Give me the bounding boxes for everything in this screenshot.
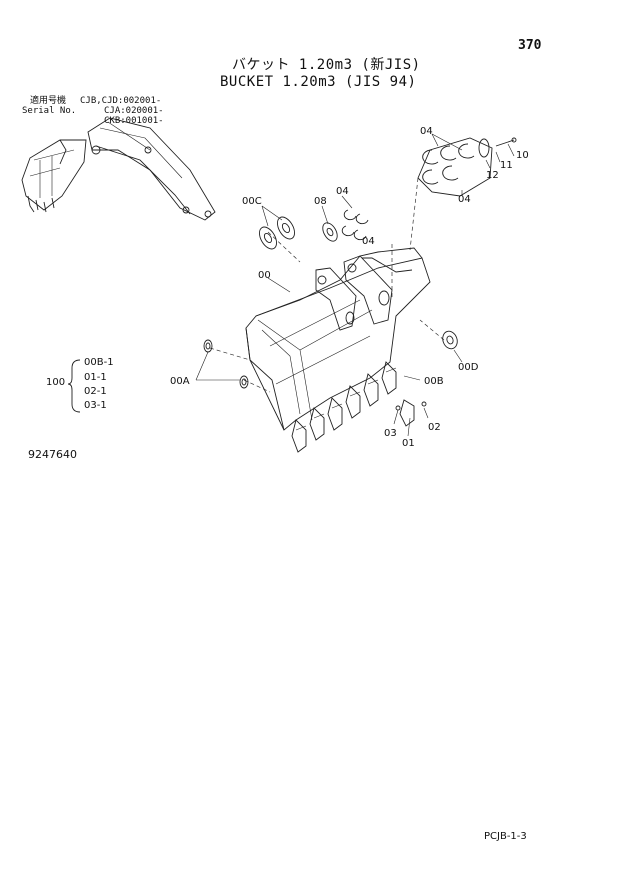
side-pins [203, 330, 458, 411]
serial-value-3: CKB:001001- [104, 116, 164, 126]
part-label-08: 08 [314, 196, 327, 207]
kit-number: 100 [46, 377, 66, 388]
part-label-01: 01 [402, 438, 415, 449]
page-number: 370 [518, 38, 542, 53]
part-label-10: 10 [516, 150, 529, 161]
collar-parts [259, 209, 369, 250]
part-label-02: 02 [428, 422, 441, 433]
leader-lines [195, 133, 515, 437]
serial-label-en: Serial No. [22, 106, 77, 116]
excavator-arm-illustration [21, 117, 216, 221]
kit-bracket [67, 359, 81, 413]
serial-label-jp: 適用号機 [30, 96, 67, 106]
part-label-03: 03 [384, 428, 397, 439]
pin-collar-group [417, 137, 517, 197]
part-label-11: 11 [500, 160, 513, 171]
drawing-number: 9247640 [28, 448, 77, 461]
bucket-body [245, 247, 431, 431]
part-label-00D: 00D [458, 362, 479, 373]
footer-code: PCJB-1-3 [484, 831, 527, 842]
part-label-12: 12 [486, 170, 499, 181]
dashed-leaders [209, 177, 445, 393]
part-label-00B: 00B [424, 376, 444, 387]
part-label-00C: 00C [242, 196, 262, 207]
part-label-04: 04 [362, 236, 375, 247]
serial-value-2: CJA:020001- [104, 106, 164, 116]
kit-item: 01-1 [84, 372, 107, 383]
part-label-00: 00 [258, 270, 271, 281]
part-label-04: 04 [420, 126, 433, 137]
part-label-04: 04 [458, 194, 471, 205]
kit-item: 00B-1 [84, 357, 114, 368]
part-label-04: 04 [336, 186, 349, 197]
part-label-00A: 00A [170, 376, 190, 387]
title-japanese: バケット 1.20m3 (新JIS) [232, 57, 421, 73]
kit-item: 03-1 [84, 400, 107, 411]
kit-item: 02-1 [84, 386, 107, 397]
bucket-teeth [291, 361, 415, 453]
serial-value-1: CJB,CJD:002001- [80, 96, 162, 106]
title-english: BUCKET 1.20m3 (JIS 94) [220, 74, 417, 90]
